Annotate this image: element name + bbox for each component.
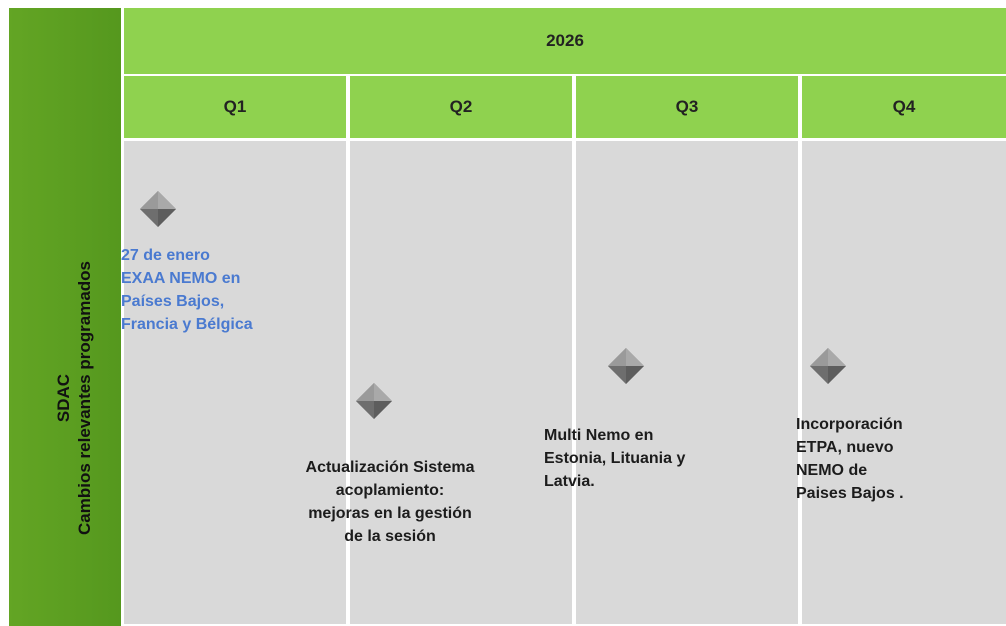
quarter-header-q3: Q3 [576,76,798,138]
milestone-note-line: EXAA NEMO en [121,270,241,287]
milestone-note-line: Paises Bajos . [796,485,904,502]
milestone-diamond-icon [140,191,176,227]
milestone-note-line: de la sesión [344,528,436,545]
milestone-diamond-icon [810,348,846,384]
milestone-note-line: Latvia. [544,473,595,490]
quarter-header-q1: Q1 [124,76,346,138]
quarter-column-q3 [576,141,798,624]
milestone-note-line: Estonia, Lituania y [544,450,686,467]
year-header: 2026 [124,8,1006,74]
milestone-note-line: NEMO de [796,462,868,479]
quarter-column-q2 [350,141,572,624]
milestone-note-line: Multi Nemo en [544,427,654,444]
milestone-note-line: Francia y Bélgica [121,316,253,333]
milestone-note-q2: Actualización Sistema acoplamiento: mejo… [270,456,510,548]
milestone-diamond-icon [608,348,644,384]
milestone-diamond-icon [356,383,392,419]
quarter-row: Q1 Q2 Q3 Q4 [124,76,1006,138]
sidebar-panel: SDAC Cambios relevantes programados [9,8,121,626]
milestone-note-line: Actualización Sistema [305,459,475,476]
sidebar-title: SDAC [54,373,73,423]
milestone-note-line: acoplamiento: [335,482,445,499]
milestone-note-line: Países Bajos, [121,293,225,310]
milestone-note-q1: 27 de enero EXAA NEMO en Países Bajos, F… [121,244,253,336]
quarter-header-q2: Q2 [350,76,572,138]
sidebar-label: SDAC Cambios relevantes programados [53,261,95,535]
quarter-header-q4: Q4 [802,76,1006,138]
milestone-note-line: 27 de enero [121,247,210,264]
quarter-column-q4 [802,141,1006,624]
milestone-note-q3: Multi Nemo en Estonia, Lituania y Latvia… [544,424,685,493]
milestone-note-line: mejoras en la gestión [308,505,472,522]
milestone-note-line: ETPA, nuevo [796,439,894,456]
milestone-note-q4: Incorporación ETPA, nuevo NEMO de Paises… [796,413,904,505]
milestone-note-line: Incorporación [796,416,903,433]
sidebar-subtitle: Cambios relevantes programados [75,261,94,535]
